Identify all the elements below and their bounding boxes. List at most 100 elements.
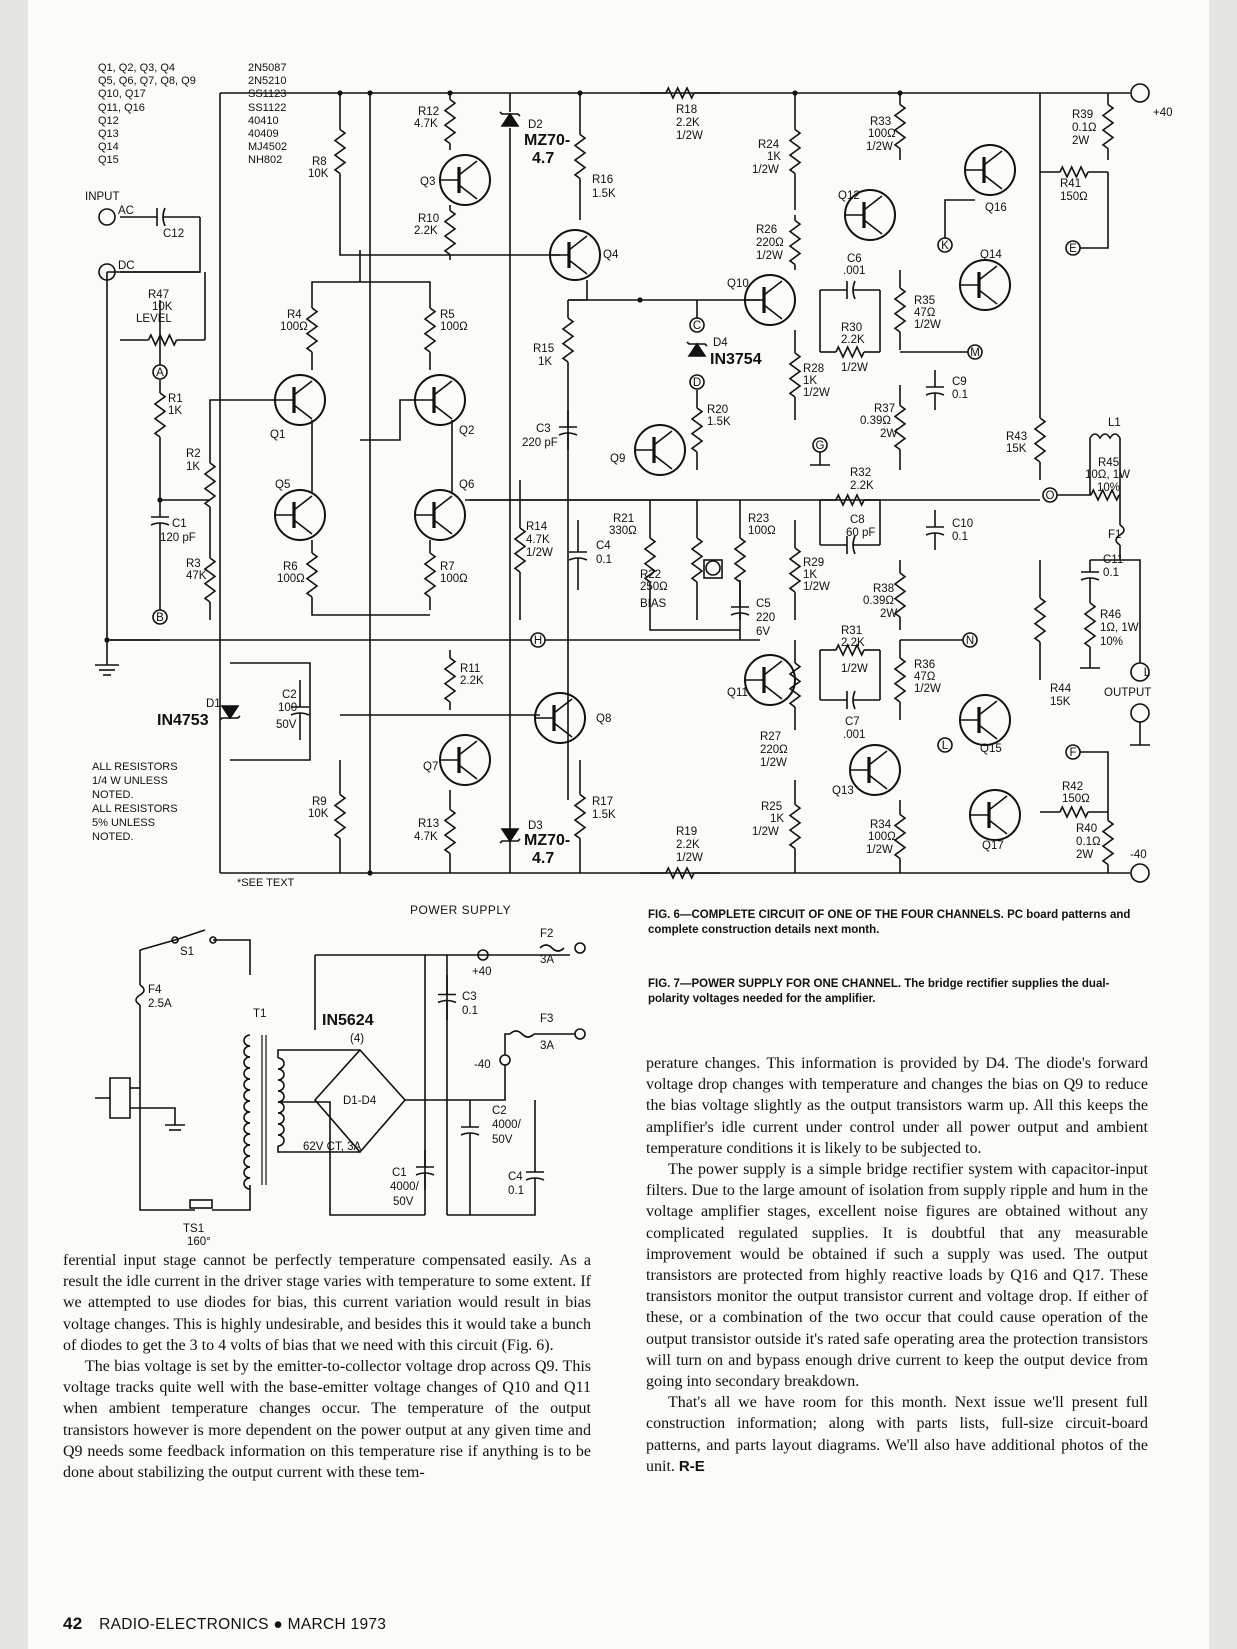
- c5-value: 220: [756, 612, 775, 624]
- r19-label: R19: [676, 826, 697, 838]
- zener-diode: [220, 705, 240, 720]
- ps-c1-value: 4000/: [390, 1181, 420, 1193]
- r40-watt: 2W: [1076, 849, 1093, 861]
- transistor-type: MJ4502: [248, 141, 288, 154]
- r9-value: 10K: [308, 808, 329, 820]
- transistor-type: 40409: [248, 128, 279, 141]
- input-label: INPUT: [85, 191, 120, 203]
- r32-value: 2.2K: [850, 480, 874, 492]
- transistor-lead: [568, 259, 588, 275]
- resistor: [893, 657, 907, 703]
- r33-value: 100Ω: [868, 128, 896, 140]
- r34-label: R34: [870, 819, 892, 831]
- node-marker: [962, 632, 978, 648]
- capacitor-plate: [290, 712, 310, 716]
- transistor-lead: [653, 454, 673, 470]
- c6-label: C6: [847, 253, 862, 265]
- node-marker: [937, 737, 953, 753]
- fig7-caption-title: FIG. 7—POWER SUPPLY FOR ONE CHANNEL.: [648, 978, 902, 990]
- capacitor-plate: [852, 280, 856, 300]
- r34-value: 100Ω: [868, 831, 896, 843]
- r35-label: R35: [914, 295, 935, 307]
- fuse-f2: [539, 944, 565, 952]
- transistor: [959, 694, 1011, 746]
- r20-value: 1.5K: [707, 416, 731, 428]
- paragraph: perature changes. This information is pr…: [646, 1055, 1148, 1157]
- transistor-lead: [763, 684, 783, 700]
- wire: [1080, 172, 1109, 249]
- r41-value: 150Ω: [1060, 191, 1088, 203]
- node-marker: [689, 374, 705, 390]
- dc-label: DC: [118, 260, 135, 272]
- ps-c2-value: 4000/: [492, 1119, 522, 1131]
- capacitor-plate: [558, 432, 578, 436]
- capacitor-plate: [925, 392, 945, 396]
- c2-label: C2: [282, 689, 297, 701]
- c7-label: C7: [845, 716, 860, 728]
- r10-label: R10: [418, 213, 439, 225]
- transformer-primary: [243, 1089, 251, 1102]
- transistor-lead: [763, 280, 783, 296]
- wire: [1120, 559, 1141, 663]
- wiring: [104, 90, 1141, 1216]
- resistor: [1101, 819, 1115, 866]
- junction-dot: [637, 297, 643, 303]
- r23-value: 100Ω: [748, 525, 776, 537]
- transistor-lead: [983, 174, 1003, 190]
- r18-watt: 1/2W: [676, 130, 703, 142]
- r11-label: R11: [460, 663, 480, 675]
- node-letter: K: [941, 240, 949, 252]
- r5-value: 100Ω: [440, 321, 468, 333]
- r22-value: 250Ω: [640, 581, 668, 593]
- ps-plus40-terminal: [477, 949, 489, 961]
- resistor: [305, 307, 319, 353]
- r44-label: R44: [1050, 683, 1072, 695]
- capacitor-plate: [460, 1132, 480, 1136]
- r4-value: 100Ω: [280, 321, 308, 333]
- c1-label: C1: [172, 518, 187, 530]
- node-marker: [1065, 744, 1081, 760]
- transistor-lead: [458, 160, 478, 176]
- r17-label: R17: [592, 796, 613, 808]
- d4-value: IN3754: [710, 351, 762, 368]
- capacitor-plate: [852, 690, 856, 710]
- q9-label: Q9: [610, 453, 625, 465]
- r15-label: R15: [533, 343, 554, 355]
- transistor: [959, 259, 1011, 311]
- d2-value2: 4.7: [532, 150, 554, 167]
- r14-watt: 1/2W: [526, 547, 553, 559]
- r7-label: R7: [440, 561, 455, 573]
- transistor-refs: Q5, Q6, Q7, Q8, Q9: [98, 75, 196, 88]
- resistor: [333, 793, 347, 840]
- node-marker: [689, 317, 705, 333]
- c1-value: 120 pF: [160, 532, 196, 544]
- r38-watt: 2W: [880, 608, 897, 620]
- r28-watt: 1/2W: [803, 387, 830, 399]
- transistor-lead: [868, 750, 888, 766]
- note-line: ALL RESISTORS: [92, 803, 178, 815]
- left-column-text: ferential input stage cannot be perfectl…: [63, 1250, 591, 1483]
- r37-value: 0.39Ω: [860, 415, 891, 427]
- transformer-primary: [243, 1177, 251, 1190]
- d3-label: D3: [528, 820, 543, 832]
- wire: [504, 1033, 510, 1055]
- resistor: [893, 404, 907, 451]
- transistor: [964, 144, 1016, 196]
- ps-c2-watt: 50V: [492, 1134, 513, 1146]
- transistor: [414, 374, 466, 426]
- capacitor-plate: [525, 1177, 545, 1181]
- r3-label: R3: [186, 558, 201, 570]
- d4-label: D4: [713, 337, 728, 349]
- ps-c4-value: 0.1: [508, 1185, 524, 1197]
- magazine-name: RADIO-ELECTRONICS: [99, 1616, 269, 1633]
- node-letter-output: L: [1144, 667, 1151, 679]
- power-supply-title: POWER SUPPLY: [410, 903, 512, 917]
- r27-label: R27: [760, 731, 781, 743]
- transistor-lead: [433, 495, 453, 511]
- terminal-plus40: [1130, 83, 1150, 103]
- transformer-secondary: [277, 1090, 285, 1103]
- c6-value: .001: [843, 265, 865, 277]
